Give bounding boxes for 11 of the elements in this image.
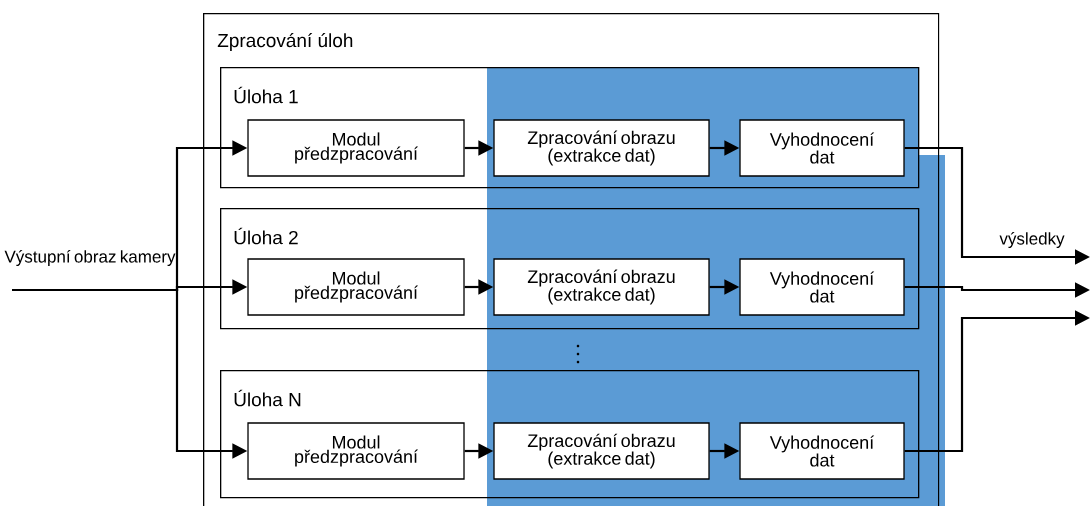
edge-label: výsledky [999,232,1065,249]
process-box: Zpracování obrazu (extrakce dat) [493,119,710,177]
process-box: Modul předzpracování [247,119,465,177]
process-box: Vyhodnocení dat [739,119,905,177]
process-box: Vyhodnocení dat [739,258,905,316]
edge-label: Výstupní obraz kamery [4,250,176,267]
process-box: Vyhodnocení dat [739,422,905,480]
process-box: Zpracování obrazu (extrakce dat) [493,422,710,480]
process-box: Zpracování obrazu (extrakce dat) [493,258,710,316]
process-box: Modul předzpracování [247,422,465,480]
process-box: Modul předzpracování [247,258,465,316]
